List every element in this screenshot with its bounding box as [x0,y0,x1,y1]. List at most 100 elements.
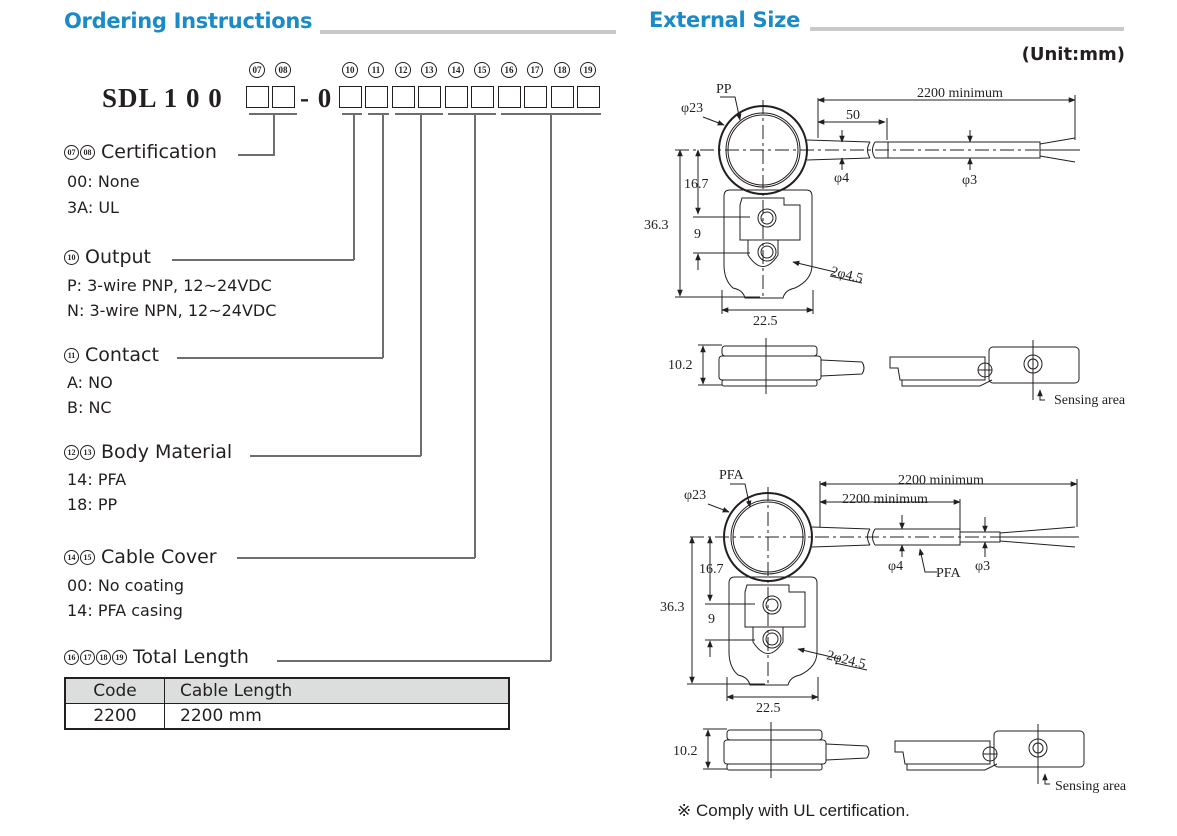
pp-width: 22.5 [753,314,778,329]
pfa-cable-length: 2200 minimum [898,473,984,488]
leader-line [238,154,275,156]
external-size-title: External Size [649,8,801,32]
position-marker: 15 [474,62,490,78]
position-marker: 18 [554,62,570,78]
group-body-material: 12 13 Body Material [64,441,232,463]
position-marker: 10 [342,62,358,78]
leader-line [420,115,422,456]
position-marker: 16 [64,649,79,665]
position-marker: 08 [275,62,291,78]
option-text: P: 3-wire PNP, 12~24VDC [67,276,272,295]
model-prefix: SDL 1 0 0 [102,83,223,113]
pfa-cable-cover-label: PFA [936,566,962,581]
group-output: 10 Output [64,246,151,268]
leader-line [550,115,552,661]
position-marker: 15 [80,549,95,565]
group-label: Certification [101,141,217,163]
pfa-cable-dia-2: φ3 [975,559,990,574]
table-row: 2200 2200 mm [64,703,510,730]
option-text: N: 3-wire NPN, 12~24VDC [67,301,277,320]
pfa-diameter: φ23 [684,488,706,503]
group-underline [368,113,389,115]
option-text: 3A: UL [67,198,119,217]
group-label: Output [85,246,151,268]
pfa-cable-dia-1: φ4 [888,559,903,574]
leader-line [237,557,475,559]
option-text: 14: PFA casing [67,601,183,620]
position-marker: 07 [64,144,79,160]
position-marker: 07 [249,62,265,78]
pp-hole-pitch: 9 [694,227,701,242]
group-label: Body Material [101,441,233,463]
code-box [418,86,441,108]
pp-cable-dia-1: φ4 [834,171,849,186]
leader-line [177,357,383,359]
position-marker: 13 [80,444,95,460]
pp-hole-spec: 2φ4.5 [829,264,864,286]
pfa-width: 22.5 [756,701,781,716]
position-marker: 18 [96,649,111,665]
pfa-side-view [703,722,1085,785]
code-box [246,86,269,108]
pfa-thickness: 10.2 [673,744,698,759]
option-text: B: NC [67,398,112,417]
pp-cable-dia-2: φ3 [962,173,977,188]
group-underline [395,113,443,115]
pfa-height-total: 36.3 [660,600,685,615]
pfa-material-label: PFA [719,468,745,483]
group-label: Cable Cover [101,546,217,568]
code-box [498,86,521,108]
pp-material-label: PP [716,82,732,97]
leader-line [172,259,354,261]
pp-sensing-label: Sensing area [1054,393,1126,408]
pp-top-view [675,95,1080,314]
leader-line [250,455,421,457]
table-cell: 2200 mm [164,703,510,730]
code-box [445,86,468,108]
position-marker: 12 [395,62,411,78]
ordering-title: Ordering Instructions [64,9,313,33]
group-label: Total Length [133,646,249,668]
pp-cable-segment: 50 [846,108,860,123]
option-text: 00: None [67,172,140,191]
code-box [365,86,388,108]
position-marker: 08 [80,144,95,160]
group-certification: 07 08 Certification [64,141,217,163]
pp-height-total: 36.3 [644,218,669,233]
option-text: A: NO [67,373,113,392]
position-marker: 11 [368,62,384,78]
title-rule [320,30,616,34]
code-box [392,86,415,108]
position-marker: 11 [64,347,79,363]
position-marker: 19 [112,649,127,665]
ul-note: ※ Comply with UL certification. [677,801,910,820]
pp-diameter: φ23 [681,101,703,116]
code-box [471,86,494,108]
pfa-sensing-label: Sensing area [1055,779,1127,794]
code-box [339,86,362,108]
position-marker: 14 [64,549,79,565]
cable-length-table: Code Cable Length 2200 2200 mm [64,677,510,730]
position-marker: 13 [421,62,437,78]
code-box [551,86,574,108]
leader-line [273,115,275,155]
position-marker: 17 [80,649,95,665]
pfa-cable-segment: 2200 minimum [842,492,928,507]
pp-thickness: 10.2 [668,358,693,373]
pfa-hole-pitch: 9 [708,612,715,627]
group-underline [448,113,496,115]
position-marker: 10 [64,249,79,265]
model-separator: - 0 [300,83,333,113]
leader-line [382,115,384,358]
group-underline [501,113,601,115]
position-marker: 16 [501,62,517,78]
pfa-top-view [687,479,1080,701]
pp-side-view [698,338,1080,401]
code-box [524,86,547,108]
leader-line [353,115,355,260]
leader-line [474,115,476,558]
option-text: 00: No coating [67,576,185,595]
group-label: Contact [85,344,159,366]
group-cable-cover: 14 15 Cable Cover [64,546,217,568]
group-underline [342,113,362,115]
